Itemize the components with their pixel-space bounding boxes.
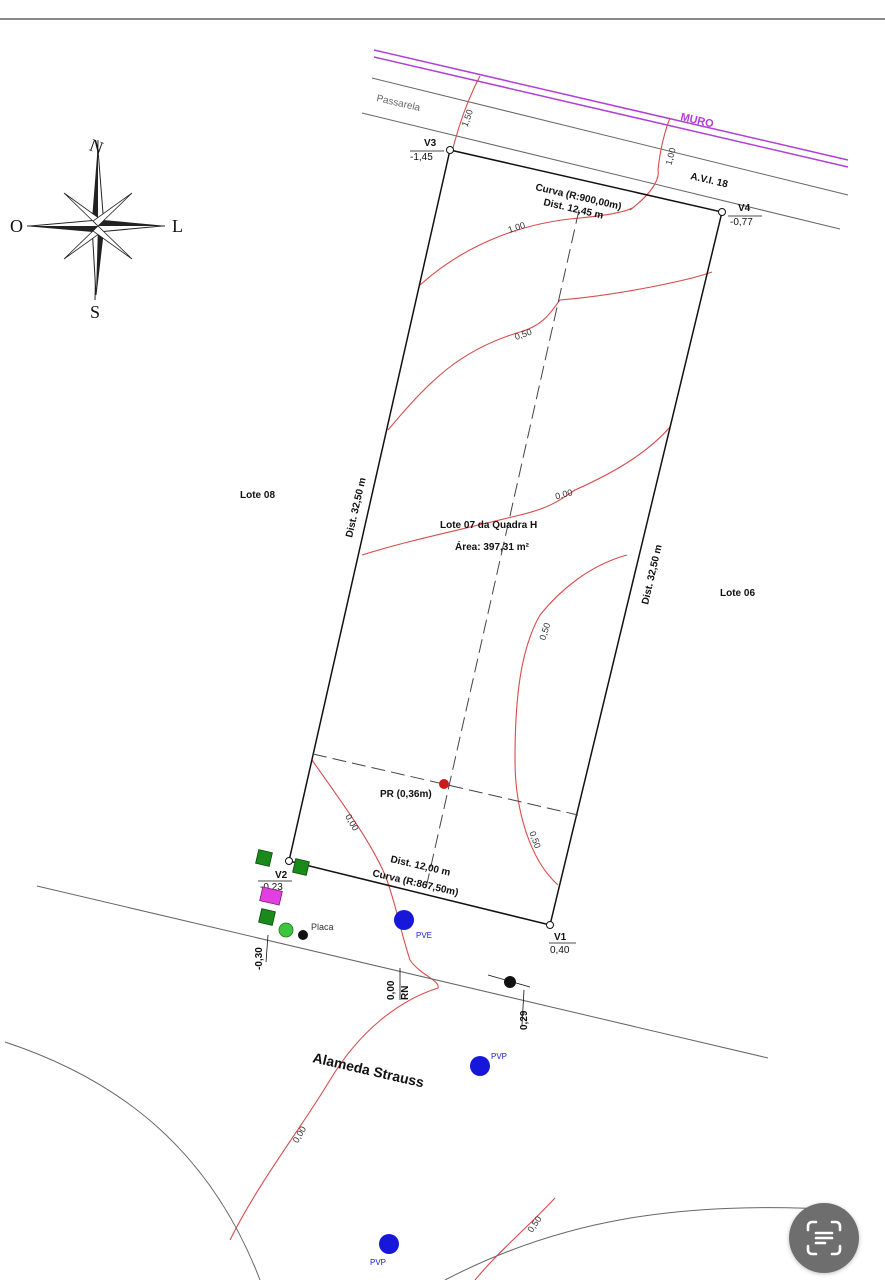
street-level-center: 0,00: [386, 980, 397, 1000]
avi-label: A.V.I. 18: [689, 171, 729, 190]
contour-label-3: 1,00: [507, 220, 527, 235]
pve-label: PVE: [416, 931, 432, 940]
green-marker-3: [258, 908, 276, 926]
vertex-v3-level: -1,45: [410, 152, 433, 163]
vertex-v1-marker: [546, 921, 554, 929]
contour-8: [474, 1197, 556, 1280]
street-levels: -0,30 0,00 RN 0,29: [254, 934, 531, 1030]
contour-label-6: 0,50: [537, 622, 552, 642]
placa-label: Placa: [311, 922, 334, 932]
rn-label: RN: [400, 986, 411, 1000]
muro-label: MURO: [679, 111, 715, 130]
pvp-marker-1: [470, 1056, 490, 1076]
contour-label-10: 0,50: [525, 1214, 543, 1234]
top-bar: [0, 0, 885, 20]
pvp-label-2: PVP: [370, 1258, 386, 1267]
contour-4: [387, 271, 713, 431]
contour-1: [451, 75, 481, 153]
scan-text-button[interactable]: [789, 1203, 859, 1273]
contour-3: [419, 207, 633, 286]
text-scan-icon: [806, 1220, 842, 1256]
pvp-label-1: PVP: [491, 1052, 507, 1061]
lote-left-label: Lote 08: [240, 490, 275, 501]
right-dist-label: Dist. 32,50 m: [640, 544, 664, 606]
compass-rose: N S L O: [10, 135, 183, 322]
pr-point: PR (0,36m): [380, 779, 449, 800]
contour-2: [629, 117, 671, 211]
magenta-marker: [259, 886, 283, 906]
vertex-v4-name: V4: [738, 203, 751, 214]
street: Alameda Strauss: [4, 885, 846, 1280]
contour-label-8: 0,50: [527, 830, 542, 850]
v2-markers: Placa: [255, 849, 334, 940]
pr-label: PR (0,36m): [380, 789, 432, 800]
compass-south: S: [90, 302, 100, 322]
contour-label-1: 1,50: [460, 108, 475, 128]
vertex-v3-name: V3: [424, 138, 437, 149]
pv-points: PVE PVP PVP: [370, 910, 507, 1267]
green-round-marker: [278, 922, 294, 938]
compass-north: N: [87, 135, 106, 158]
contour-labels: 1,50 1,00 1,00 0,50 0,00 0,50 0,00 0,50 …: [291, 108, 678, 1234]
contour-label-9: 0,00: [291, 1124, 308, 1144]
pvp-marker-2: [379, 1234, 399, 1254]
vertex-v1-name: V1: [554, 932, 567, 943]
pve-marker: [394, 910, 414, 930]
passarela-label: Passarela: [375, 93, 421, 114]
contour-lines: [229, 75, 713, 1280]
contour-label-2: 1,00: [663, 147, 677, 167]
contour-label-5: 0,00: [554, 487, 574, 501]
contour-5: [361, 426, 671, 556]
center-axis: [425, 209, 580, 889]
vertex-v2-level: -0,23: [260, 882, 283, 893]
vertex-v4-marker: [718, 208, 726, 216]
vertices: V3 -1,45 V4 -0,77 V1 0,40 V2 -0,23: [258, 138, 762, 956]
vertex-v1-level: 0,40: [550, 945, 570, 956]
muro-wall: MURO: [373, 49, 849, 168]
vertex-v2-name: V2: [275, 870, 288, 881]
street-name: Alameda Strauss: [311, 1049, 426, 1090]
street-level-left: -0,30: [254, 947, 265, 970]
front-setback-line: [312, 753, 579, 816]
green-marker-2: [292, 858, 310, 876]
green-marker-1: [255, 849, 273, 867]
lote-title: Lote 07 da Quadra H: [440, 520, 537, 531]
lote-right-label: Lote 06: [720, 588, 755, 599]
left-dist-label: Dist. 32,50 m: [344, 477, 368, 539]
lot-text: Lote 07 da Quadra H Área: 397,31 m² Lote…: [240, 490, 755, 599]
placa-marker: [298, 930, 308, 940]
contour-7: [229, 759, 439, 1241]
vertex-v2-marker: [285, 857, 293, 865]
contour-label-4: 0,50: [513, 327, 533, 342]
lote-area: Área: 397,31 m²: [455, 540, 530, 553]
vertex-v3-marker: [446, 146, 454, 154]
street-level-right: 0,29: [519, 1010, 530, 1030]
contour-label-7: 0,00: [343, 812, 360, 832]
compass-west: O: [10, 216, 23, 236]
contour-6: [514, 554, 628, 886]
compass-east: L: [172, 216, 183, 236]
vertex-v4-level: -0,77: [730, 217, 753, 228]
